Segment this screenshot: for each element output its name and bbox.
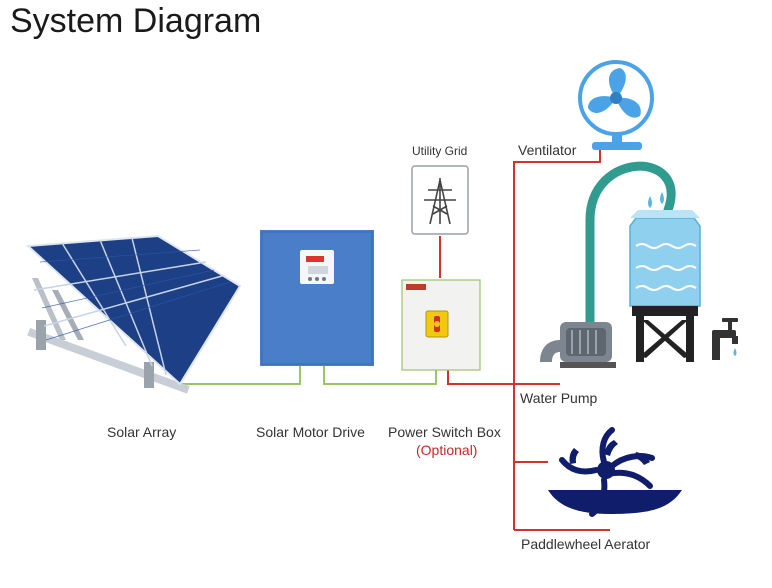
- label-solar-array: Solar Array: [107, 424, 177, 440]
- label-paddlewheel-aerator: Paddlewheel Aerator: [521, 536, 651, 552]
- page-title: System Diagram: [10, 2, 262, 40]
- solar-array-icon: [25, 234, 242, 394]
- label-power-switch-box: Power Switch Box: [388, 424, 501, 440]
- utility-grid-tower-icon: [411, 165, 469, 235]
- dc-wiring: [180, 366, 437, 385]
- label-ventilator: Ventilator: [518, 142, 577, 158]
- water-tank-icon: [585, 161, 738, 362]
- label-solar-motor-drive: Solar Motor Drive: [256, 424, 365, 440]
- label-optional: (Optional): [416, 442, 478, 458]
- solar-motor-drive-icon: [260, 230, 374, 366]
- label-utility-grid: Utility Grid: [412, 144, 468, 158]
- ventilator-fan-icon: [578, 60, 654, 150]
- paddlewheel-aerator-icon: [548, 427, 682, 517]
- label-water-pump: Water Pump: [520, 390, 598, 406]
- ac-wiring: [439, 150, 610, 531]
- water-pump-icon: [540, 322, 616, 368]
- power-switch-box-icon: [401, 279, 481, 371]
